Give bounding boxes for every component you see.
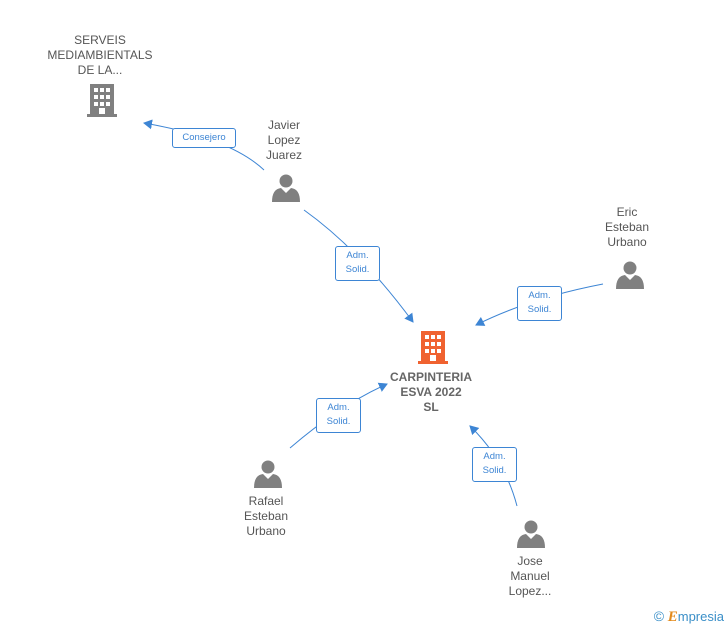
person-icon: [517, 520, 545, 548]
person-icon: [616, 261, 644, 289]
building-icon: [87, 84, 117, 117]
edge-label-rafael-center: Adm. Solid.: [316, 398, 361, 433]
copyright-icon: ©: [653, 608, 665, 624]
brand-logo: © Empresia: [654, 608, 724, 626]
brand-name: mpresia: [677, 609, 724, 624]
building-icon: [418, 331, 448, 364]
node-label-eric[interactable]: Eric Esteban Urbano: [604, 205, 650, 249]
person-icon: [254, 460, 282, 488]
edge-label-javier-center: Adm. Solid.: [335, 246, 380, 281]
edge-label-consejero: Consejero: [172, 128, 236, 148]
node-label-center[interactable]: CARPINTERIA ESVA 2022 SL: [389, 370, 472, 414]
person-icon: [272, 174, 300, 202]
node-label-rafael[interactable]: Rafael Esteban Urbano: [243, 494, 289, 538]
edge-label-jose-center: Adm. Solid.: [472, 447, 517, 482]
node-label-jose[interactable]: Jose Manuel Lopez...: [508, 554, 552, 598]
node-label-serveis[interactable]: SERVEIS MEDIAMBIENTALS DE LA...: [47, 33, 153, 77]
brand-initial: E: [667, 609, 678, 625]
node-label-javier[interactable]: Javier Lopez Juarez: [265, 118, 303, 162]
edge-label-eric-center: Adm. Solid.: [517, 286, 562, 321]
